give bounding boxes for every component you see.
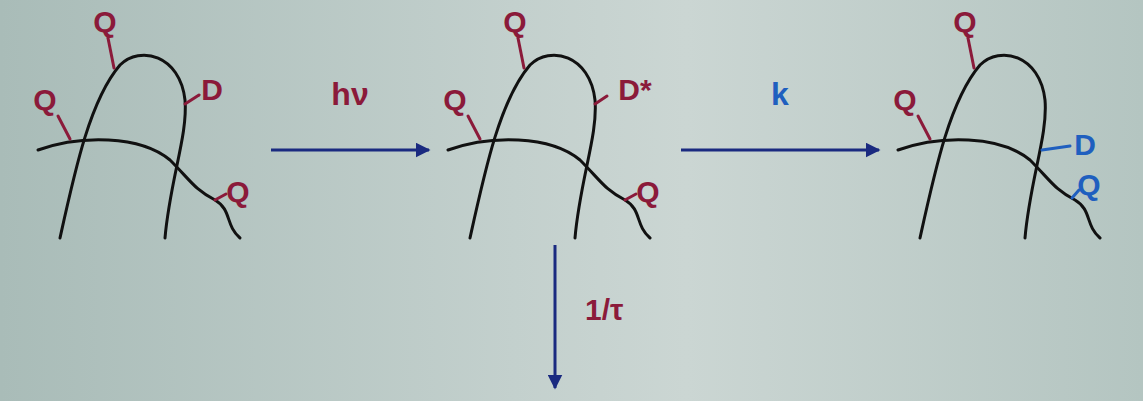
polymer-molecule: Q Q D Q <box>25 5 265 240</box>
polymer-molecule: Q Q D* Q <box>435 5 675 240</box>
decay-arrow <box>554 245 557 388</box>
polymer-chain <box>898 38 1100 238</box>
reaction-arrow <box>271 149 429 152</box>
group-label: Q <box>33 85 56 115</box>
group-label: D* <box>618 75 651 105</box>
group-label: Q <box>226 177 249 207</box>
group-label: Q <box>1077 170 1100 200</box>
group-label: Q <box>503 7 526 37</box>
group-label: Q <box>893 85 916 115</box>
group-label: Q <box>636 177 659 207</box>
rate-label: hν <box>331 78 368 110</box>
rate-label: k <box>771 78 789 110</box>
group-label: Q <box>93 7 116 37</box>
polymer-chain <box>448 38 650 238</box>
group-label: D <box>201 75 223 105</box>
reaction-arrow <box>681 149 879 152</box>
group-label: D <box>1074 130 1096 160</box>
group-label: Q <box>953 7 976 37</box>
polymer-chain <box>38 38 240 238</box>
group-label: Q <box>443 85 466 115</box>
decay-label: 1/τ <box>585 295 623 325</box>
polymer-molecule: QQDQ <box>885 5 1125 240</box>
